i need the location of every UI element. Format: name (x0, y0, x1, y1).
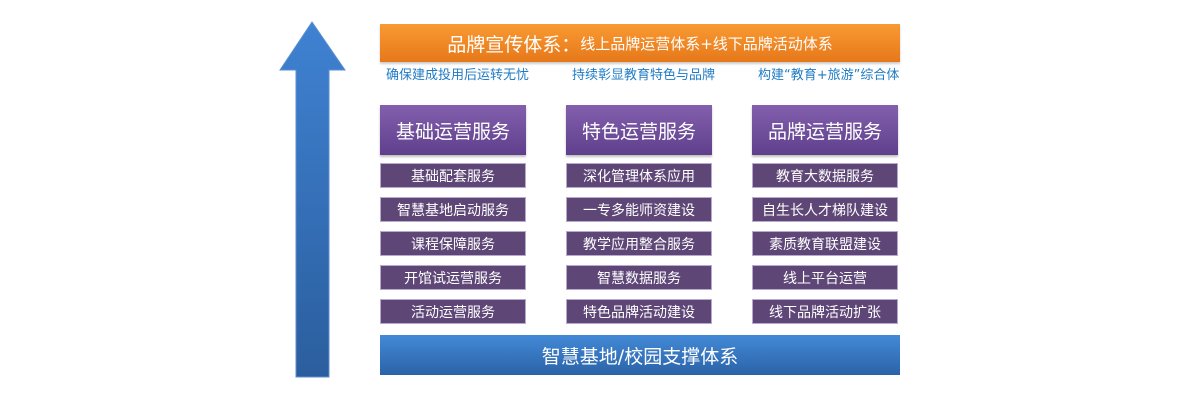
service-item: 活动运营服务 (380, 299, 526, 324)
header-subtitle: 线上品牌运营体系+线下品牌活动体系 (580, 34, 833, 53)
column-goal: 构建“教育+旅游”综合体 (758, 68, 900, 83)
service-item: 线下品牌活动扩张 (752, 299, 898, 324)
service-item: 教学应用整合服务 (566, 231, 712, 256)
header-title: 品牌宣传体系： (447, 33, 581, 56)
service-category: 品牌运营服务 (752, 105, 898, 155)
up-arrow-icon (279, 21, 346, 378)
service-category: 特色运营服务 (566, 105, 712, 155)
service-item: 线上平台运营 (752, 265, 898, 290)
service-item: 自生长人才梯队建设 (752, 197, 898, 222)
service-item: 基础配套服务 (380, 163, 526, 188)
service-item: 开馆试运营服务 (380, 265, 526, 290)
service-item: 智慧数据服务 (566, 265, 712, 290)
service-item: 智慧基地启动服务 (380, 197, 526, 222)
service-item: 深化管理体系应用 (566, 163, 712, 188)
service-item: 教育大数据服务 (752, 163, 898, 188)
service-item: 课程保障服务 (380, 231, 526, 256)
service-item: 一专多能师资建设 (566, 197, 712, 222)
support-system-base: 智慧基地/校园支撑体系 (380, 335, 900, 375)
service-item: 特色品牌活动建设 (566, 299, 712, 324)
service-item: 素质教育联盟建设 (752, 231, 898, 256)
column-goal: 持续彰显教育特色与品牌 (572, 68, 716, 83)
column-goal: 确保建成投用后运转无忧 (386, 68, 530, 83)
service-category: 基础运营服务 (380, 105, 526, 155)
brand-promotion-header: 品牌宣传体系： 线上品牌运营体系+线下品牌活动体系 (380, 24, 900, 62)
